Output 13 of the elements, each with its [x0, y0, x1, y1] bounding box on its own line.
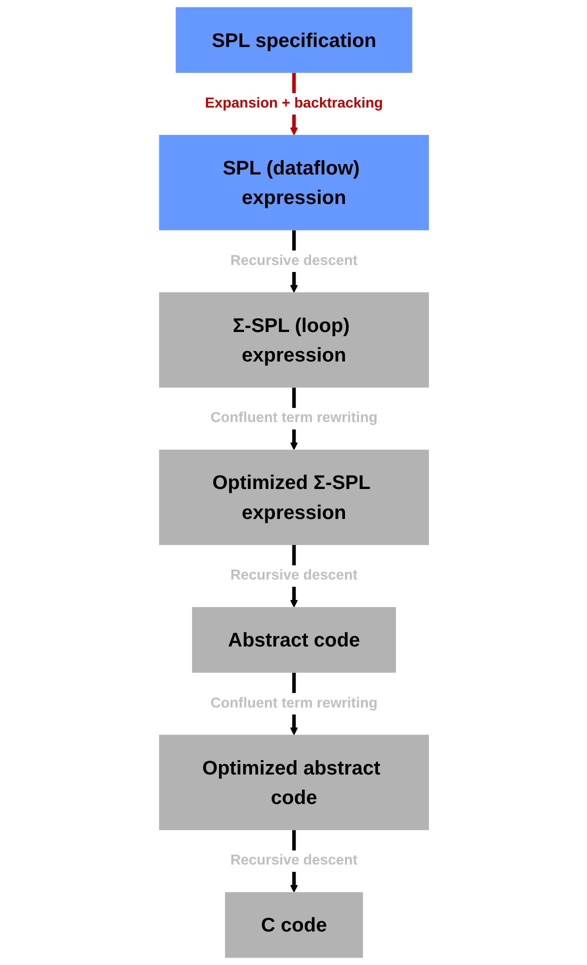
node-box: Optimized Σ-SPL expression: [158, 450, 428, 545]
edge-label: Recursive descent: [230, 568, 358, 584]
node-box: SPL (dataflow) expression: [158, 134, 428, 230]
edge-label: Recursive descent: [230, 253, 358, 268]
node-box: C code: [224, 892, 362, 958]
edge-label: Expansion + backtracking: [204, 96, 382, 112]
edge-label: Recursive descent: [230, 853, 358, 868]
edge-label: Confluent term rewriting: [210, 696, 378, 711]
node-box: Σ-SPL (loop) expression: [158, 292, 428, 388]
node-box: Optimized abstract code: [158, 734, 428, 830]
node-box: Abstract code: [192, 607, 396, 673]
edge-label: Confluent term rewriting: [210, 410, 378, 426]
node-box: SPL specification: [175, 7, 412, 73]
